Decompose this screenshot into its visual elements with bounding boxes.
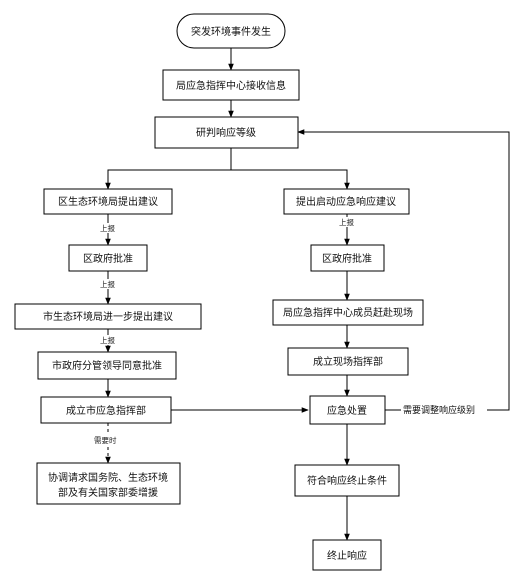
node-coordinate-text-line2: 部及有关国家部委增援 <box>58 486 158 499</box>
node-start: 突发环境事件发生 <box>176 13 286 49</box>
edge-judge-right-branch <box>231 169 350 190</box>
node-meet-conditions-text: 符合响应终止条件 <box>307 474 387 487</box>
node-receive-text: 局应急指挥中心接收信息 <box>176 79 286 92</box>
node-field-command-text: 成立现场指挥部 <box>313 355 383 368</box>
node-emergency-handle-text: 应急处置 <box>327 404 367 417</box>
label-report-2: 上报 <box>100 279 115 289</box>
label-report-right: 上报 <box>339 217 354 227</box>
node-field-command: 成立现场指挥部 <box>287 347 409 376</box>
node-city-gov-leader: 市政府分管领导同意批准 <box>37 351 177 380</box>
node-coordinate-text-line1: 协调请求国务院、生态环境 <box>48 471 168 484</box>
node-judge: 研判响应等级 <box>154 116 299 149</box>
edges <box>105 48 510 541</box>
label-report-1: 上报 <box>100 223 115 233</box>
node-members-onsite-text: 局应急指挥中心成员赶赴现场 <box>283 306 413 319</box>
node-district-gov-left: 区政府批准 <box>68 244 148 272</box>
node-members-onsite: 局应急指挥中心成员赶赴现场 <box>272 299 424 326</box>
edge-judge-left-branch <box>105 148 232 190</box>
node-district-eco-text: 区生态环境局提出建议 <box>58 195 158 208</box>
label-when-needed: 需要时 <box>94 435 117 445</box>
edge-labels: 上报 上报 上报 上报 需要时 需要调整响应级别 <box>93 217 487 445</box>
label-report-3: 上报 <box>100 335 115 345</box>
node-city-eco-text: 市生态环境局进一步提出建议 <box>43 310 173 323</box>
node-propose-start: 提出启动应急响应建议 <box>283 188 410 215</box>
node-coordinate: 协调请求国务院、生态环境 部及有关国家部委增援 <box>36 462 181 505</box>
node-receive: 局应急指挥中心接收信息 <box>162 69 300 101</box>
node-city-eco: 市生态环境局进一步提出建议 <box>14 303 202 330</box>
node-city-command: 成立市应急指挥部 <box>40 396 172 424</box>
node-judge-text: 研判响应等级 <box>196 126 256 139</box>
node-emergency-handle: 应急处置 <box>309 395 386 425</box>
label-adjust-level: 需要调整响应级别 <box>403 404 475 416</box>
node-propose-start-text: 提出启动应急响应建议 <box>296 195 396 208</box>
node-terminate: 终止响应 <box>312 539 382 571</box>
node-start-text: 突发环境事件发生 <box>191 25 271 38</box>
node-terminate-text: 终止响应 <box>327 549 367 562</box>
node-city-gov-leader-text: 市政府分管领导同意批准 <box>52 359 162 372</box>
node-district-eco: 区生态环境局提出建议 <box>43 188 173 215</box>
nodes: 突发环境事件发生 局应急指挥中心接收信息 研判响应等级 区生态环境局提出建议 区… <box>14 13 424 571</box>
node-district-gov-left-text: 区政府批准 <box>83 252 133 265</box>
node-district-gov-right-text: 区政府批准 <box>322 252 372 265</box>
node-city-command-text: 成立市应急指挥部 <box>66 404 146 417</box>
node-meet-conditions: 符合响应终止条件 <box>294 464 400 497</box>
node-district-gov-right: 区政府批准 <box>310 244 385 272</box>
